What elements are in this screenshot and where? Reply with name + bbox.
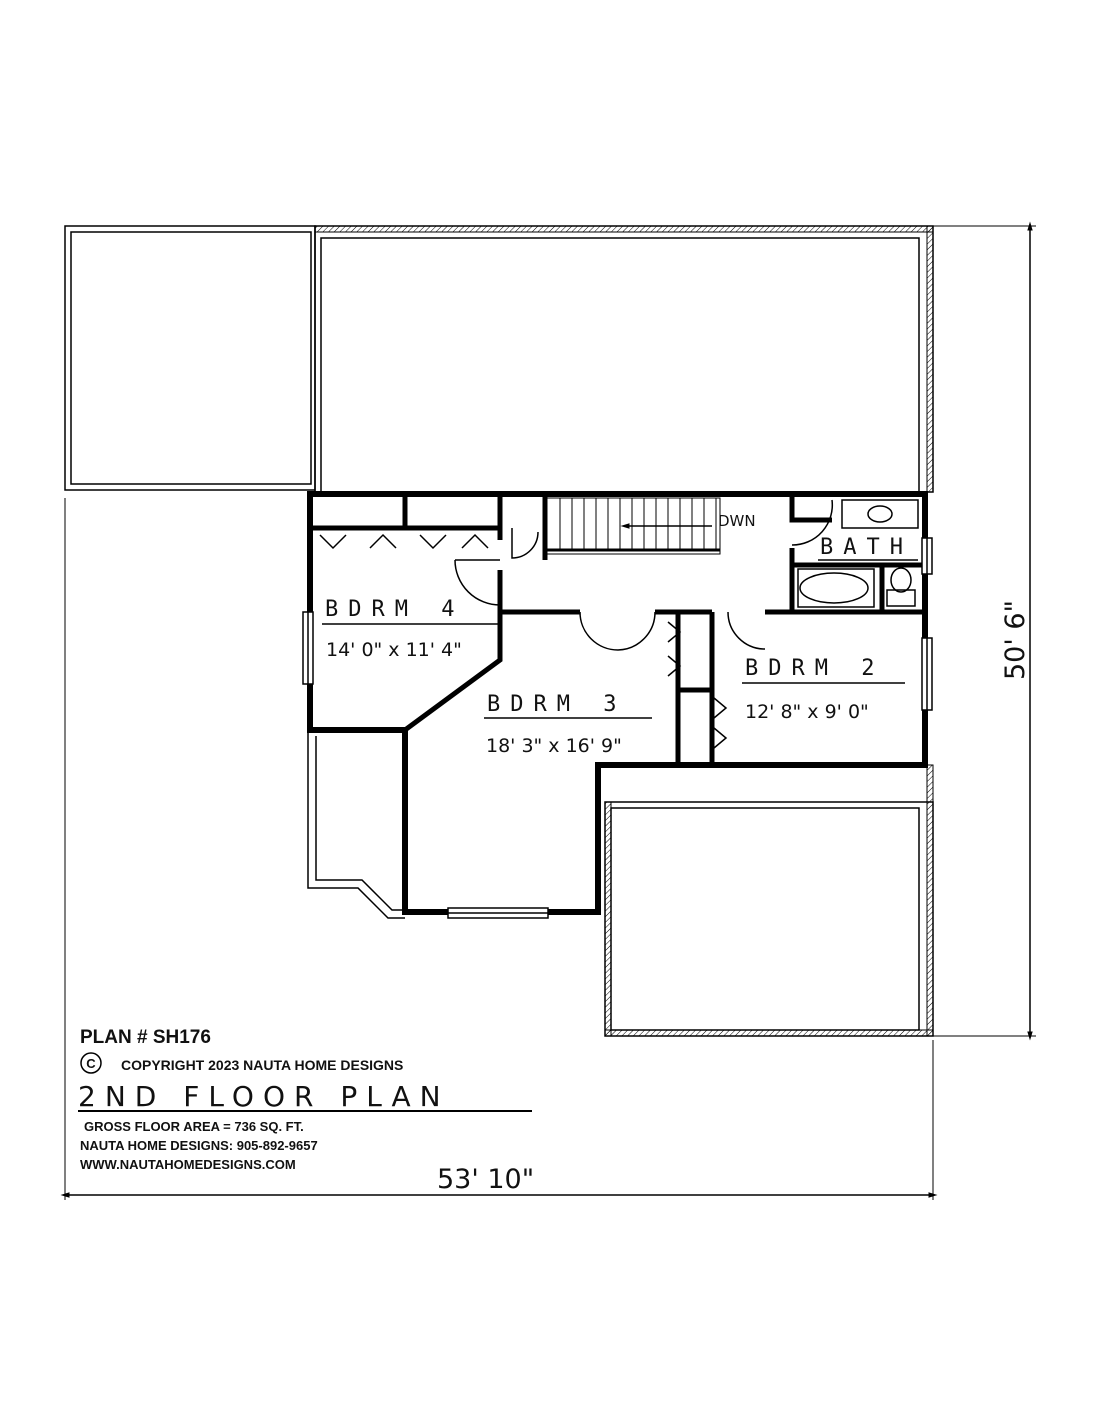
depth-dimension-text: 50' 6" [1000,600,1031,680]
windows [302,537,933,919]
gross-floor-area: GROSS FLOOR AREA = 736 SQ. FT. [84,1119,304,1134]
bdrm2-name: BDRM 2 [745,656,884,681]
copyright-text: COPYRIGHT 2023 NAUTA HOME DESIGNS [121,1057,403,1073]
roof-right-outline [314,225,934,493]
roof-left-outline [64,225,316,491]
bath-fixtures [797,499,919,608]
bdrm4-name: BDRM 4 [325,597,464,622]
phone-line: NAUTA HOME DESIGNS: 905-892-9657 [80,1138,318,1153]
copyright-symbol: C [86,1056,96,1071]
copyright-icon [80,1052,102,1074]
door-swings [319,499,834,749]
plan-title: 2ND FLOOR PLAN [78,1080,450,1113]
exterior-walls [307,491,928,915]
bay-roof-outline [307,730,405,919]
bath-name: BATH [820,535,913,560]
bdrm4-dims: 14' 0" x 11' 4" [326,639,462,661]
bdrm3-name: BDRM 3 [487,692,626,717]
staircase [544,497,721,555]
title-block: PLAN # SH176 C COPYRIGHT 2023 NAUTA HOME… [78,1027,532,1172]
garage-roof-outline [604,764,934,1037]
stairs-down-label: DWN [718,512,756,530]
bdrm4-label-group: BDRM 4 14' 0" x 11' 4" [322,597,500,661]
width-dimension-text: 53' 10" [437,1164,534,1195]
depth-dimension: 50' 6" [933,221,1036,1041]
bdrm3-dims: 18' 3" x 16' 9" [486,735,622,757]
bdrm3-label-group: BDRM 3 18' 3" x 16' 9" [484,692,652,757]
width-dimension: 53' 10" [60,498,938,1200]
bdrm2-dims: 12' 8" x 9' 0" [745,701,869,723]
plan-number: PLAN # SH176 [80,1027,211,1048]
bdrm2-label-group: BDRM 2 12' 8" x 9' 0" [742,656,905,723]
bath-label-group: BATH [818,535,918,561]
website-line: WWW.NAUTAHOMEDESIGNS.COM [80,1157,296,1172]
interior-walls [310,494,925,765]
